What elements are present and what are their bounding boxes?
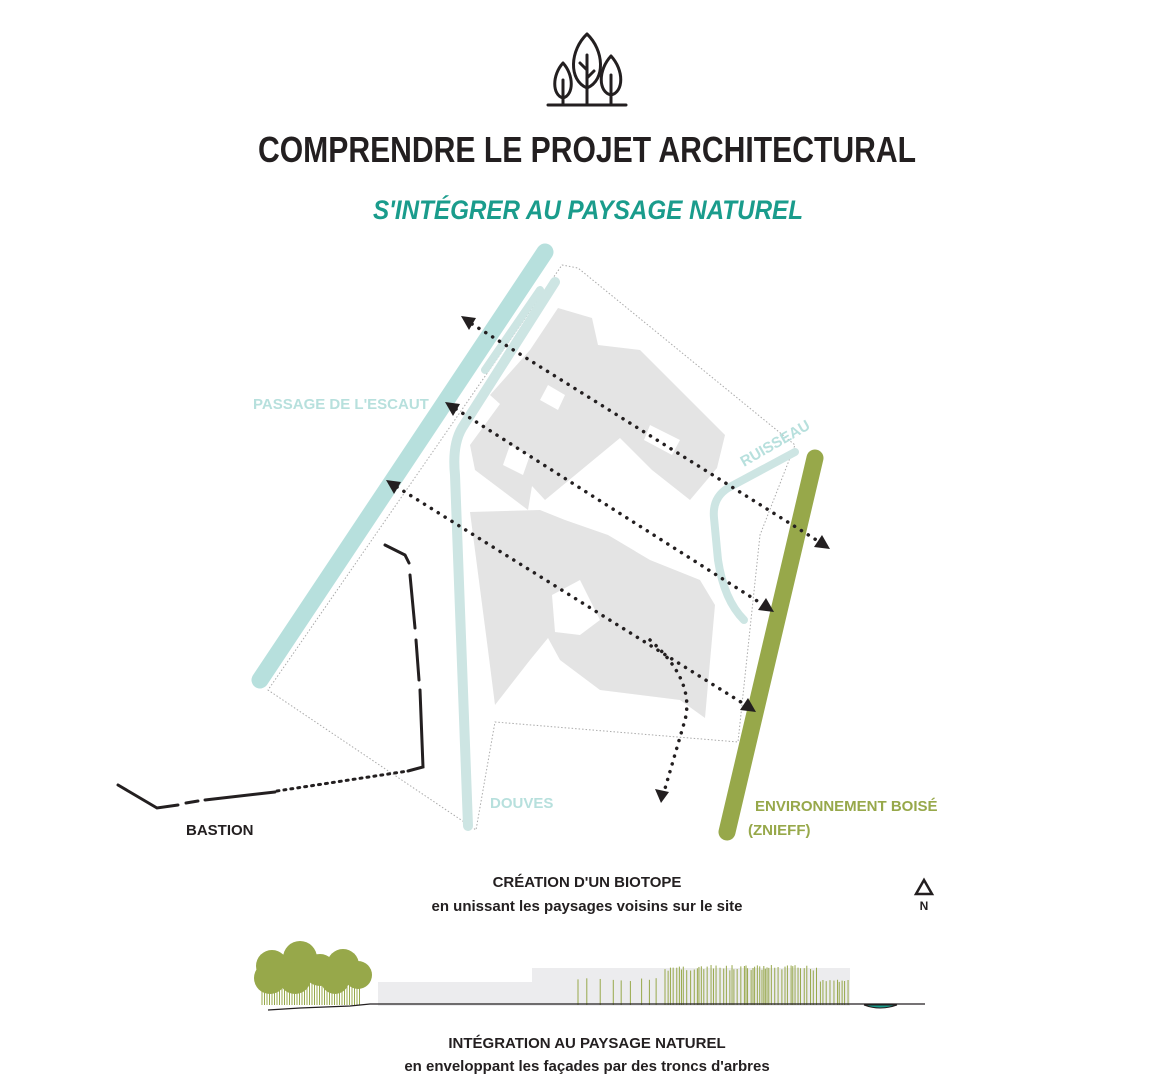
- building-north: [470, 308, 725, 510]
- label-escaut: PASSAGE DE L'ESCAUT: [253, 396, 429, 413]
- label-bastion: BASTION: [186, 822, 254, 839]
- section-drawing: [254, 941, 925, 1011]
- plan-caption-text: en unissant les paysages voisins sur le …: [432, 898, 743, 915]
- ruisseau-stream: [709, 448, 799, 624]
- douves-inner: [481, 286, 544, 374]
- label-douves: DOUVES: [490, 795, 553, 812]
- section-caption-title: INTÉGRATION AU PAYSAGE NATUREL: [448, 1035, 725, 1052]
- tree-canopy: [254, 941, 372, 994]
- label-znieff: (ZNIEFF): [748, 822, 810, 839]
- page-subtitle: S'INTÉGRER AU PAYSAGE NATUREL: [373, 194, 803, 225]
- page-title: COMPRENDRE LE PROJET ARCHITECTURAL: [258, 129, 916, 170]
- site-boundary: [267, 264, 796, 831]
- arrowheads: [386, 316, 830, 803]
- north-label: N: [920, 899, 929, 913]
- escaut-channel: [251, 243, 554, 689]
- connection-arrows: [395, 322, 820, 794]
- trees-icon: [546, 32, 628, 107]
- north-arrow-icon: N: [913, 877, 935, 913]
- label-boise: ENVIRONNEMENT BOISÉ: [755, 798, 938, 815]
- building-patio: [552, 580, 600, 635]
- plan-caption-title: CRÉATION D'UN BIOTOPE: [493, 874, 682, 891]
- section-caption-text: en enveloppant les façades par des tronc…: [404, 1058, 769, 1075]
- bastion-wall: [116, 543, 425, 810]
- douves-moat: [449, 277, 560, 831]
- forest-edge: [718, 449, 824, 841]
